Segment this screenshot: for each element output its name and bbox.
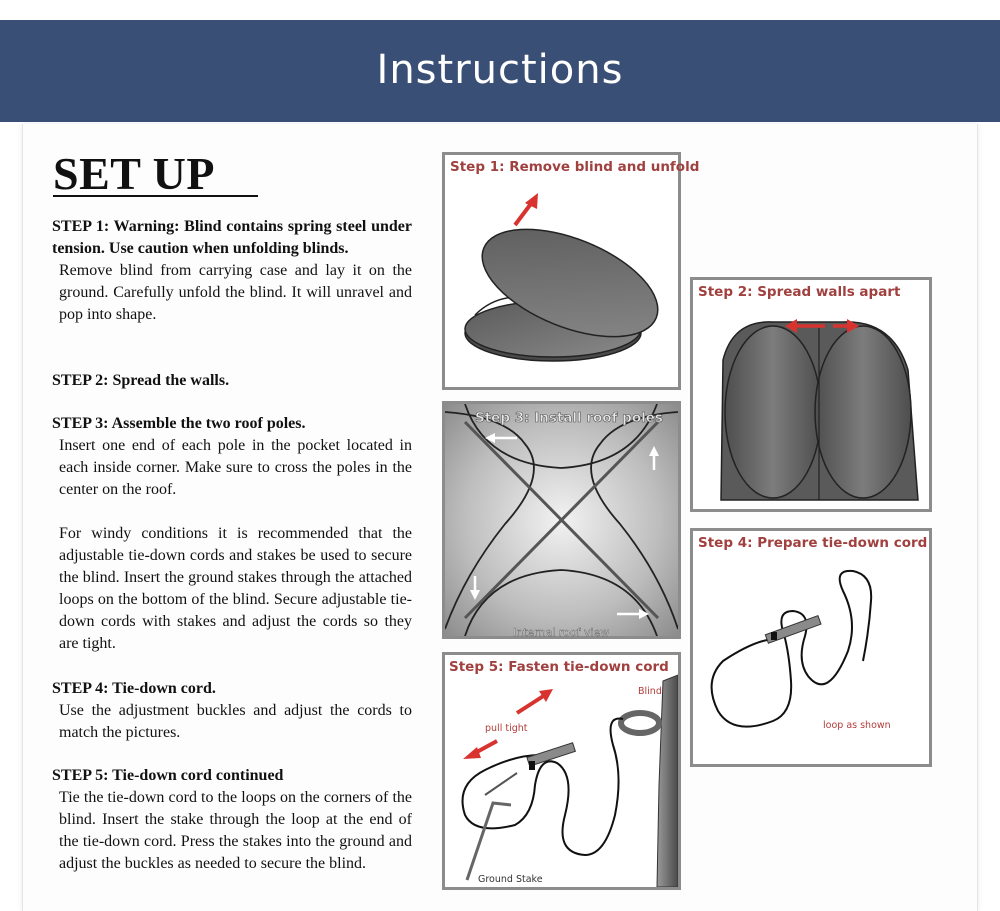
step-3-text: STEP 3: Assemble the two roof poles. Ins…	[52, 413, 412, 501]
step-1-text: STEP 1: Warning: Blind contains spring s…	[52, 216, 412, 326]
page-title: Instructions	[376, 47, 624, 93]
step-5-heading: STEP 5: Tie-down cord continued	[52, 767, 284, 784]
step-4-body: Use the adjustment buckles and adjust th…	[59, 702, 412, 741]
figure-step-2-caption: Step 2: Spread walls apart	[698, 284, 901, 300]
step-4-heading: STEP 4: Tie-down cord.	[52, 680, 216, 697]
figure-step-4: Step 4: Prepare tie-down cord loop as sh…	[690, 528, 932, 767]
step-1-body: Remove blind from carrying case and lay …	[59, 262, 412, 323]
figure-step-3-note: Internal roof view	[513, 626, 610, 639]
figure-step-5-drawing	[461, 674, 678, 887]
figure-step-5-pull-label: pull tight	[485, 723, 528, 734]
step-3-windy-text: For windy conditions it is recommended t…	[52, 523, 412, 655]
figure-step-1: Step 1: Remove blind and unfold	[442, 152, 699, 390]
figure-step-2-drawing	[720, 319, 919, 501]
figure-step-1-caption: Step 1: Remove blind and unfold	[450, 159, 700, 175]
figure-step-3: Step 3: Install roof poles Internal roof…	[442, 401, 681, 639]
figure-step-1-drawing	[464, 193, 659, 362]
figure-step-5-stake-label: Ground Stake	[478, 874, 543, 885]
step-1-heading: STEP 1: Warning: Blind contains spring s…	[52, 218, 412, 257]
figure-step-3-drawing	[445, 404, 678, 636]
figure-step-3-caption: Step 3: Install roof poles	[475, 410, 664, 427]
figure-step-5: Step 5: Fasten tie-down cord Blind pull …	[442, 652, 681, 890]
step-2-heading: STEP 2: Spread the walls.	[52, 372, 230, 389]
figure-step-5-blind-label: Blind	[638, 686, 662, 697]
figure-step-4-caption: Step 4: Prepare tie-down cord	[698, 535, 928, 551]
step-4-text: STEP 4: Tie-down cord. Use the adjustmen…	[52, 678, 412, 744]
step-3-body-windy: For windy conditions it is recommended t…	[59, 525, 412, 652]
step-3-body: Insert one end of each pole in the pocke…	[59, 437, 412, 498]
setup-title: SET UP	[53, 148, 215, 199]
figure-step-4-note: loop as shown	[823, 720, 891, 731]
figure-step-2: Step 2: Spread walls apart	[690, 277, 932, 512]
step-5-text: STEP 5: Tie-down cord continued Tie the …	[52, 765, 412, 875]
figure-step-5-caption: Step 5: Fasten tie-down cord	[449, 659, 669, 675]
figure-step-4-drawing	[710, 569, 873, 728]
step-5-body: Tie the tie-down cord to the loops on th…	[59, 789, 412, 872]
step-2-text: STEP 2: Spread the walls.	[52, 370, 412, 392]
header-bar	[0, 20, 1000, 122]
step-3-heading: STEP 3: Assemble the two roof poles.	[52, 415, 306, 432]
setup-title-underline	[53, 195, 258, 197]
